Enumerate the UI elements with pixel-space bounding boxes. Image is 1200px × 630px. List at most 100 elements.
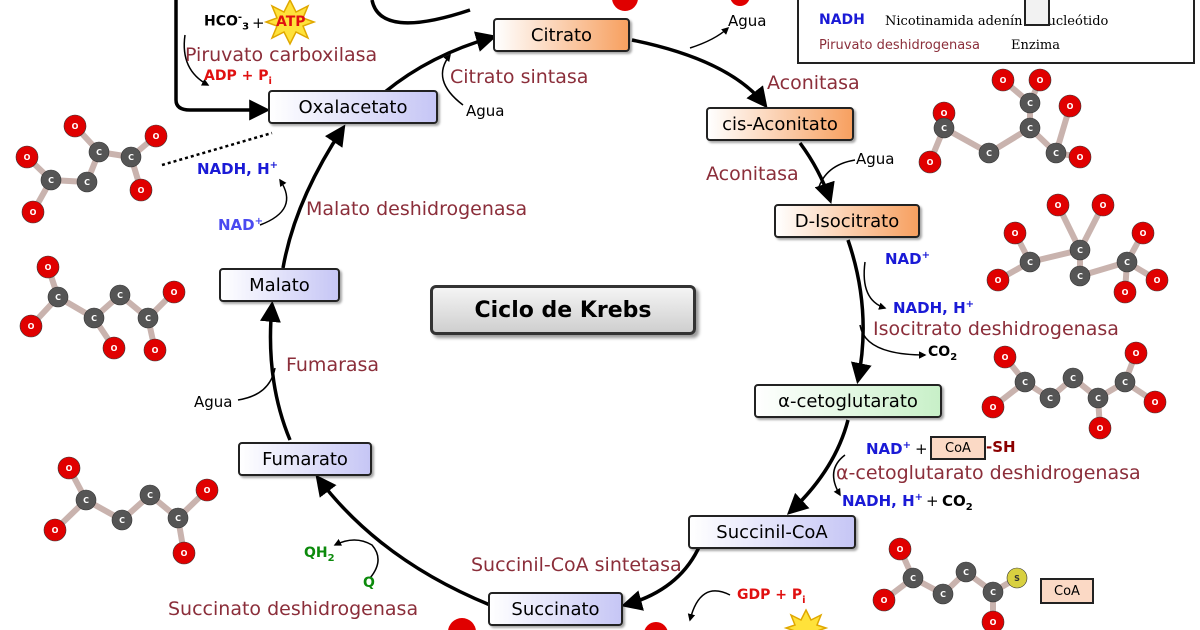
atom-label: O [1002,353,1009,362]
oxygen-atom-partial [644,622,668,630]
carbon-atom [167,507,189,529]
atom-label: C [990,588,996,597]
atom-label: C [963,568,969,577]
atom-label: O [1012,229,1019,238]
legend-nadh-abbr: NADH [819,12,865,28]
coa-box-molecule: CoA [1040,578,1094,604]
atom-label: O [52,526,59,535]
legend-enzyme-example: Piruvato deshidrogenasa [819,38,980,53]
label-nad-iso: NAD+ [885,250,931,268]
arrow-oxal-citrato [383,31,498,94]
enzyme-malato-dh: Malato deshidrogenasa [306,198,528,220]
label-nad-malato: NAD+ [218,216,264,234]
enzyme-isocitrato-dh: Isocitrato deshidrogenasa [873,318,1119,340]
carbon-atom [1019,117,1041,139]
coa-box-ceto: CoA [930,436,986,460]
atom-label: O [881,596,888,605]
label-nadh-iso: NADH, H+ [893,299,975,317]
atom-label: C [145,314,151,323]
oxygen-atom [1046,193,1070,217]
carbon-atom [1114,371,1136,393]
carbon-atom [109,284,131,306]
oxygen-atom [21,200,45,224]
atom-label: C [941,124,947,133]
carbon-atom [1116,251,1138,273]
atom-label: C [83,496,89,505]
atom-label: O [1037,76,1044,85]
atom-label: O [152,346,159,355]
sulfur-atom [1006,567,1028,589]
label-nadh-malato: NADH, H+ [197,160,279,178]
node-malato: Malato [219,268,340,302]
carbon-atom [982,581,1004,603]
carbon-atom [932,583,954,605]
atom-label: O [990,618,997,627]
atom-label: C [1022,378,1028,387]
oxygen-atom [57,456,81,480]
carbon-atom [83,307,105,329]
atom-label: C [940,590,946,599]
oxygen-atom [981,610,1005,630]
atom-label: O [30,208,37,217]
label-gdp: GDP + Pi [737,587,806,606]
oxygen-atom-partial [448,618,476,630]
atom-label: C [1027,258,1033,267]
atom-label: O [1055,201,1062,210]
atom-label: O [995,276,1002,285]
carbon-atom [978,142,1000,164]
arrow-citrato-cis [631,38,768,109]
atom-label: C [1070,374,1076,383]
legend-enzyme-desc: Enzima [1011,38,1060,53]
diagram-title: Ciclo de Krebs [430,285,696,335]
oxygen-atom [143,338,167,362]
oxygen-atom [15,145,39,169]
carbon-atom [933,117,955,139]
oxygen-atom [986,268,1010,292]
legend-box: NADH Nicotinamida adenín dinucleótido Pi… [797,0,1195,64]
oxygen-atom-partial [730,0,750,6]
atp-sun-icon [263,0,317,46]
arrow-iso-ceto [846,239,872,385]
atom-label: C [910,574,916,583]
atom-label: C [175,514,181,523]
atom-label: O [1122,288,1129,297]
atom-label: O [1000,76,1007,85]
carbon-atom [1062,367,1084,389]
carbon-atom [75,489,97,511]
label-agua-fumarasa: Agua [194,393,233,411]
atom-label: C [1047,394,1053,403]
dotted-link [161,131,273,167]
atom-label: C [1027,124,1033,133]
label-adp: ADP + Pi [204,68,272,87]
label-agua-oxal: Agua [466,102,505,120]
atom-label: O [181,549,188,558]
oxygen-atom [172,541,196,565]
atom-label: O [171,288,178,297]
node-oxalacetato: Oxalacetato [268,90,438,124]
label-nadh-ceto: NADH, H+ [842,492,924,510]
carbon-atom [955,561,977,583]
carbon-atom [139,484,161,506]
arrow-from-top [370,0,471,25]
side-arrows [183,26,927,622]
oxygen-atom [19,314,43,338]
oxygen-atom [63,114,87,138]
atom-label: C [55,293,61,302]
enzyme-succinato-dh: Succinato deshidrogenasa [168,598,419,620]
node-fumarato: Fumarato [238,442,372,476]
label-plus-hco3: + [252,14,265,32]
oxygen-atom [144,124,168,148]
enzyme-aconitasa-2: Aconitasa [706,163,799,185]
oxygen-atom [129,178,153,202]
enzyme-succinil-coa-sintetasa: Succinil-CoA sintetasa [471,554,682,576]
atom-label: O [1097,424,1104,433]
label-plus-ceto: + [915,440,928,458]
carbon-atom [1019,251,1041,273]
legend-nadh-desc: Nicotinamida adenín dinucleótido [885,14,1109,29]
label-agua-citrato: Agua [728,12,767,30]
